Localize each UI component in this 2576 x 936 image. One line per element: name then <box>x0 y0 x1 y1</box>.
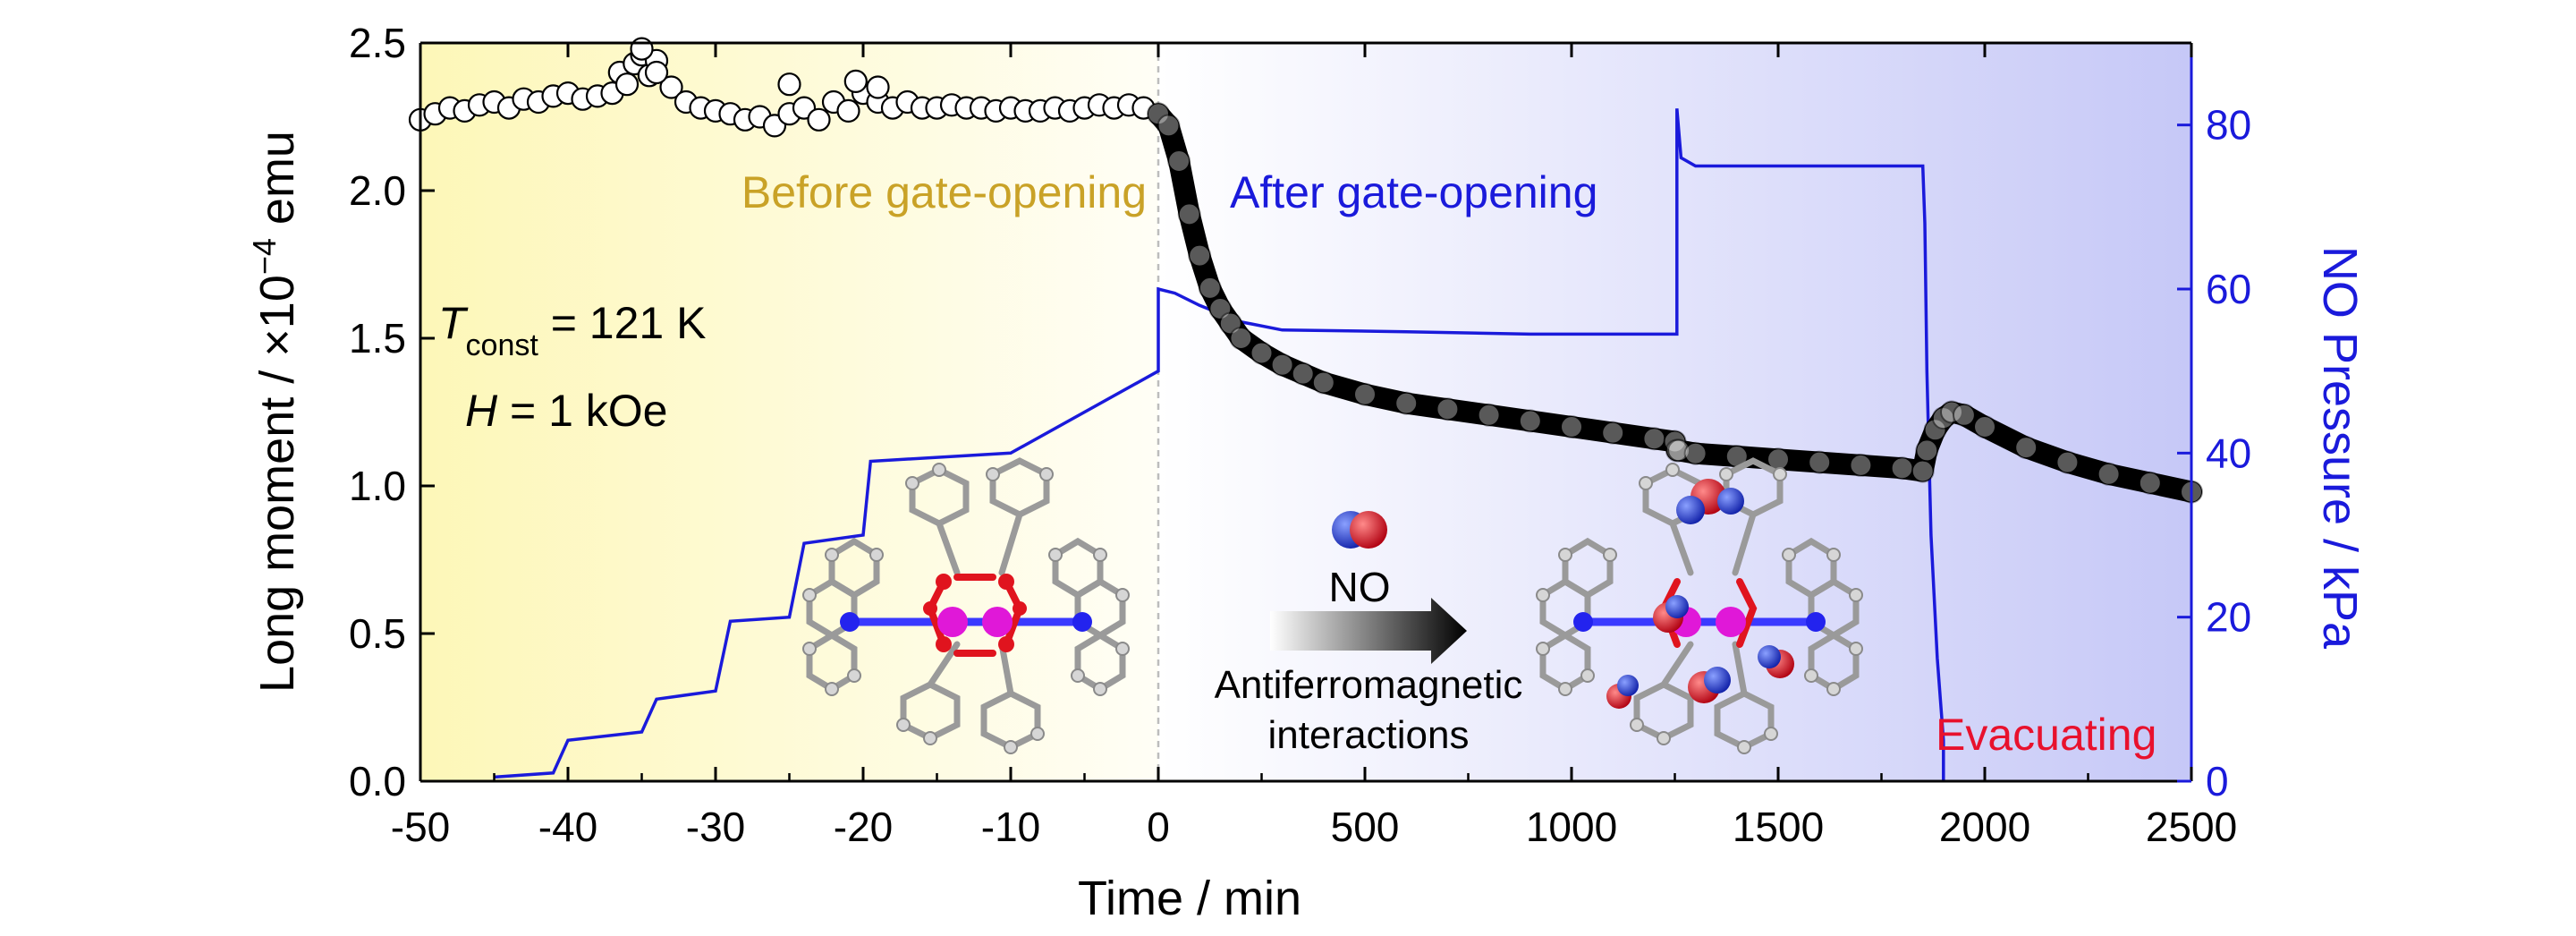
reaction-arrow-icon <box>1270 598 1467 664</box>
x-tick-label: 1500 <box>1733 804 1824 850</box>
moment-point-after <box>1394 391 1419 415</box>
y-left-tick-label: 1.0 <box>349 463 406 509</box>
x-tick-label: -50 <box>391 804 450 850</box>
y-right-tick-label: 20 <box>2206 594 2251 641</box>
after-gate-label: After gate-opening <box>1230 167 1597 217</box>
moment-point-after <box>1683 441 1707 465</box>
moment-point-after <box>1973 415 1996 438</box>
moment-point-after <box>1642 427 1666 451</box>
moment-point-after <box>1291 362 1315 386</box>
moment-point-after <box>1229 327 1253 350</box>
moment-point-after <box>1911 459 1935 483</box>
x-tick-label: -20 <box>834 804 893 850</box>
moment-point-before <box>644 60 669 85</box>
moment-curve-after <box>1148 103 2202 503</box>
y-left-tick-label: 1.5 <box>349 315 406 362</box>
moment-point-after <box>1808 450 1832 474</box>
moment-point-after <box>1157 114 1181 138</box>
background-before <box>420 43 1158 781</box>
moment-point-after <box>1601 421 1625 445</box>
moment-point-after <box>1353 382 1377 406</box>
no-label: NO <box>1329 564 1391 610</box>
moment-point-after <box>1518 409 1542 433</box>
moment-point-after <box>1188 243 1212 268</box>
moment-point-before <box>843 69 868 94</box>
y-left-tick-label: 2.5 <box>349 20 406 66</box>
moment-point-after <box>1147 102 1170 126</box>
x-tick-label: 2000 <box>1939 804 2030 850</box>
interaction-label-line2: interactions <box>1267 713 1469 757</box>
moment-point-after <box>1667 438 1691 463</box>
moment-series <box>408 37 2203 504</box>
moment-point-after <box>2014 436 2038 460</box>
moment-point-after <box>1208 297 1233 320</box>
field-label: H = 1 kOe <box>465 386 668 436</box>
moment-point-after <box>1890 456 1914 481</box>
moment-point-after <box>1663 430 1687 454</box>
moment-point-after <box>1270 353 1294 377</box>
x-tick-label: -40 <box>538 804 597 850</box>
moment-point-after <box>1218 311 1242 336</box>
x-tick-label: 0 <box>1147 804 1170 850</box>
moment-point-after <box>2097 462 2121 486</box>
moment-point-after <box>1952 403 1976 427</box>
molecule-before-image <box>802 457 1130 754</box>
y-right-tick-label: 40 <box>2206 430 2251 476</box>
evacuating-label: Evacuating <box>1936 710 2157 760</box>
y-right-tick-label: 0 <box>2206 758 2229 804</box>
y-axis-right-title: NO Pressure / kPa <box>2313 246 2367 650</box>
moment-point-after <box>1250 341 1274 365</box>
moment-point-after <box>1940 400 1963 424</box>
y-right-tick-label: 80 <box>2206 102 2251 149</box>
temperature-label: Tconst = 121 K <box>438 298 706 362</box>
moment-point-after <box>1849 453 1873 477</box>
x-tick-label: 1000 <box>1526 804 1617 850</box>
moment-point-after <box>1931 406 1955 430</box>
moment-point-before <box>614 72 640 97</box>
background-after <box>1158 43 2191 781</box>
no-molecule-icon <box>1332 511 1387 549</box>
moment-point-before <box>866 75 890 99</box>
moment-point-after <box>1923 418 1947 442</box>
moment-point-after <box>2138 471 2162 495</box>
ticks: -50 -40 -30 -20 -10 0 500 1000 1500 2000 2500 0.0 0.… <box>349 20 2251 850</box>
moment-point-before <box>777 72 801 97</box>
x-tick-label: -10 <box>981 804 1040 850</box>
moment-point-before <box>807 107 831 132</box>
moment-point-after <box>1477 403 1501 427</box>
moment-point-after <box>1198 276 1222 300</box>
y-axis-left-title: Long moment / ×10−4 emu <box>246 131 305 693</box>
y-left-tick-label: 0.0 <box>349 758 406 804</box>
moment-point-before <box>659 75 683 99</box>
x-axis-title: Time / min <box>1078 872 1301 925</box>
y-left-tick-label: 2.0 <box>349 167 406 214</box>
moment-point-after <box>1665 438 1689 463</box>
moment-point-after <box>1560 415 1583 438</box>
y-right-tick-label: 60 <box>2206 266 2251 312</box>
before-gate-label: Before gate-opening <box>741 167 1147 217</box>
x-tick-label: 2500 <box>2146 804 2237 850</box>
moment-point-after <box>1436 397 1460 421</box>
x-tick-label: 500 <box>1331 804 1400 850</box>
moment-point-after <box>1915 438 1939 463</box>
moment-point-after <box>2055 450 2080 474</box>
x-tick-label: -30 <box>686 804 745 850</box>
moment-point-after <box>1311 370 1335 395</box>
interaction-label-line1: Antiferromagnetic <box>1215 663 1523 707</box>
y-left-tick-label: 0.5 <box>349 610 406 657</box>
moment-point-after <box>1167 149 1191 173</box>
molecule-after-image <box>1536 457 1863 754</box>
moment-point-after <box>1177 202 1201 226</box>
moment-point-before <box>630 37 654 61</box>
moment-point-before <box>836 98 860 123</box>
